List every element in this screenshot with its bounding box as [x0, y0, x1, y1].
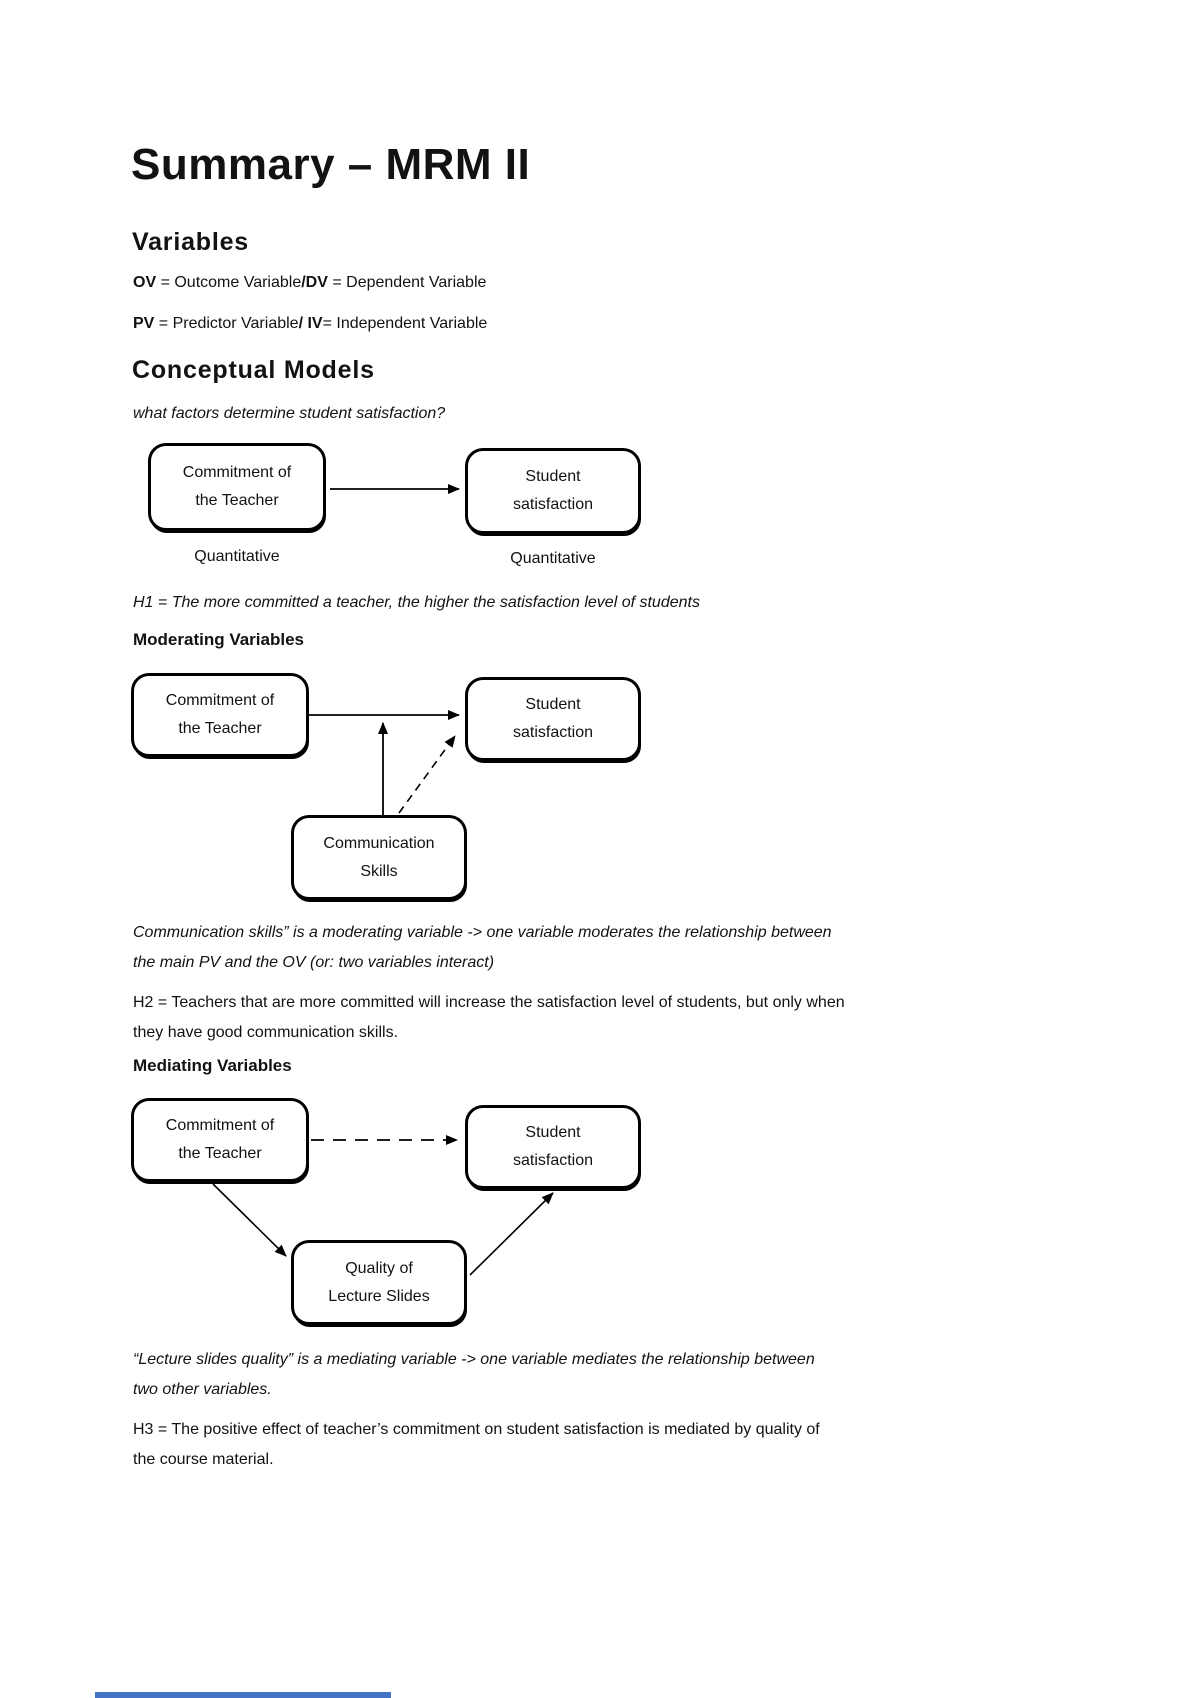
moderating-note-line-1: Communication skills” is a moderating va… — [133, 924, 832, 941]
arrow-commitment-to-mediator — [212, 1183, 287, 1257]
box-label-line: Student — [525, 468, 581, 485]
section-heading-moderating-variables: Moderating Variables — [133, 630, 304, 649]
diagram-moderation-model: Commitment of the Teacher Student satisf… — [0, 668, 1200, 918]
pv-rest: = Predictor Variable — [154, 315, 299, 332]
moderating-note-line-2: the main PV and the OV (or: two variable… — [133, 954, 495, 971]
pv-abbr: PV — [133, 315, 155, 332]
box-label-line: Commitment of — [182, 464, 292, 481]
hypothesis-2-line-2: they have good communication skills. — [133, 1024, 399, 1041]
section-heading-conceptual-models: Conceptual Models — [132, 356, 375, 384]
dv-abbr: /DV — [301, 274, 328, 291]
diagram-simple-model: Commitment of the Teacher Student satisf… — [0, 438, 1200, 583]
diagram-mediation-arrows — [212, 1135, 554, 1276]
box-label-line: Communication — [323, 834, 435, 852]
arrow-mediator-to-satisfaction — [469, 1192, 554, 1276]
box-label-line: satisfaction — [512, 496, 594, 513]
box-label-line: Commitment of — [165, 1117, 275, 1134]
box-label-line: Skills — [360, 862, 398, 880]
box-label-line: Student — [525, 696, 581, 713]
iv-rest: = Independent Variable — [322, 315, 488, 332]
ov-abbr: OV — [133, 274, 157, 291]
mediating-note-line-2: two other variables. — [133, 1381, 272, 1398]
ov-rest: = Outcome Variable — [156, 274, 302, 291]
box-label-line: satisfaction — [512, 724, 594, 741]
bottom-accent-bar — [95, 1692, 391, 1698]
box-communication-skills: Communication Skills — [291, 815, 467, 900]
hypothesis-3-line-2: the course material. — [133, 1451, 274, 1468]
section-heading-mediating-variables: Mediating Variables — [133, 1056, 292, 1075]
research-question: what factors determine student satisfact… — [133, 405, 446, 422]
iv-abbr: / IV — [298, 315, 323, 332]
scale-label-quantitative-right: Quantitative — [510, 550, 596, 567]
box-label-line: Commitment of — [165, 692, 275, 709]
box-label-line: satisfaction — [512, 1152, 594, 1169]
box-commitment-of-the-teacher: Commitment of the Teacher — [131, 673, 309, 757]
diagram-simple-model-arrows — [330, 484, 460, 494]
section-heading-variables: Variables — [132, 228, 250, 256]
box-commitment-of-the-teacher: Commitment of the Teacher — [148, 443, 326, 531]
hypothesis-2-line-1: H2 = Teachers that are more committed wi… — [133, 994, 845, 1011]
box-student-satisfaction: Student satisfaction — [465, 448, 641, 534]
box-label-line: Quality of — [345, 1259, 413, 1277]
box-label-line: Student — [525, 1124, 581, 1141]
box-label-line: the Teacher — [178, 720, 262, 737]
page-title: Summary – MRM II — [131, 140, 531, 189]
box-student-satisfaction: Student satisfaction — [465, 1105, 641, 1189]
box-quality-of-lecture-slides: Quality of Lecture Slides — [291, 1240, 467, 1325]
hypothesis-3-line-1: H3 = The positive effect of teacher’s co… — [133, 1421, 820, 1438]
diagram-mediation-model: Commitment of the Teacher Student satisf… — [0, 1093, 1200, 1338]
dv-rest: = Dependent Variable — [327, 274, 487, 291]
box-commitment-of-the-teacher: Commitment of the Teacher — [131, 1098, 309, 1182]
diagram-moderation-arrows — [309, 710, 460, 815]
hypothesis-1: H1 = The more committed a teacher, the h… — [133, 594, 700, 611]
mediating-note-line-1: “Lecture slides quality” is a mediating … — [133, 1351, 815, 1368]
box-student-satisfaction: Student satisfaction — [465, 677, 641, 761]
ov-dv-definition: OV = Outcome Variable/DV = Dependent Var… — [133, 268, 486, 298]
box-label-line: the Teacher — [178, 1145, 262, 1162]
box-label-line: Lecture Slides — [328, 1287, 430, 1305]
box-label-line: the Teacher — [195, 492, 279, 509]
scale-label-quantitative-left: Quantitative — [194, 548, 280, 565]
pv-iv-definition: PV = Predictor Variable/ IV= Independent… — [133, 309, 487, 339]
arrow-dashed-moderator-to-satisfaction — [398, 735, 456, 814]
